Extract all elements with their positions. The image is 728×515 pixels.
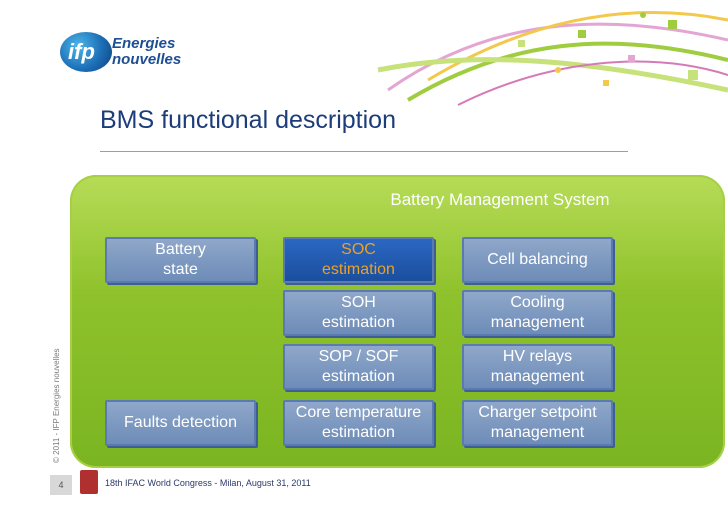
soh-estimation-box: SOH estimation <box>283 290 434 336</box>
soc-estimation-box: SOC estimation <box>283 237 434 283</box>
battery-state-label: Battery state <box>155 241 206 278</box>
core-temperature-estimation-label: Core temperature estimation <box>295 404 422 441</box>
logo-mark: ifp <box>60 32 112 72</box>
logo-line2: nouvelles <box>112 51 182 68</box>
cell-balancing-label: Cell balancing <box>487 251 588 268</box>
title-divider <box>100 151 628 152</box>
footer-text: 18th IFAC World Congress - Milan, August… <box>105 478 311 488</box>
copyright-sidebar: © 2011 - IFP Energies nouvelles <box>52 348 61 463</box>
soc-estimation-label: SOC estimation <box>322 241 395 278</box>
charger-setpoint-management-box: Charger setpoint management <box>462 400 613 446</box>
company-logo: ifp Energies nouvelles <box>60 26 181 78</box>
hv-relays-management-label: HV relays management <box>490 348 585 385</box>
panel-title: Battery Management System <box>390 190 610 209</box>
sop-sof-estimation-label: SOP / SOF estimation <box>318 348 399 385</box>
logo-text: Energies nouvelles <box>112 36 181 68</box>
logo-line1: Energies <box>112 35 176 52</box>
faults-detection-box: Faults detection <box>105 400 256 446</box>
cell-balancing-box: Cell balancing <box>462 237 613 283</box>
soh-estimation-label: SOH estimation <box>322 294 395 331</box>
page-title: BMS functional description <box>100 106 396 134</box>
battery-state-box: Battery state <box>105 237 256 283</box>
logo-mark-text: ifp <box>68 39 95 64</box>
footer-logo-icon <box>80 470 98 494</box>
charger-setpoint-management-label: Charger setpoint management <box>478 404 597 441</box>
cooling-management-label: Cooling management <box>490 294 585 331</box>
core-temperature-estimation-box: Core temperature estimation <box>283 400 434 446</box>
page-number: 4 <box>50 475 72 495</box>
sop-sof-estimation-box: SOP / SOF estimation <box>283 344 434 390</box>
hv-relays-management-box: HV relays management <box>462 344 613 390</box>
decorative-swirl-graphic <box>377 11 728 106</box>
cooling-management-box: Cooling management <box>462 290 613 336</box>
faults-detection-label: Faults detection <box>124 414 237 431</box>
